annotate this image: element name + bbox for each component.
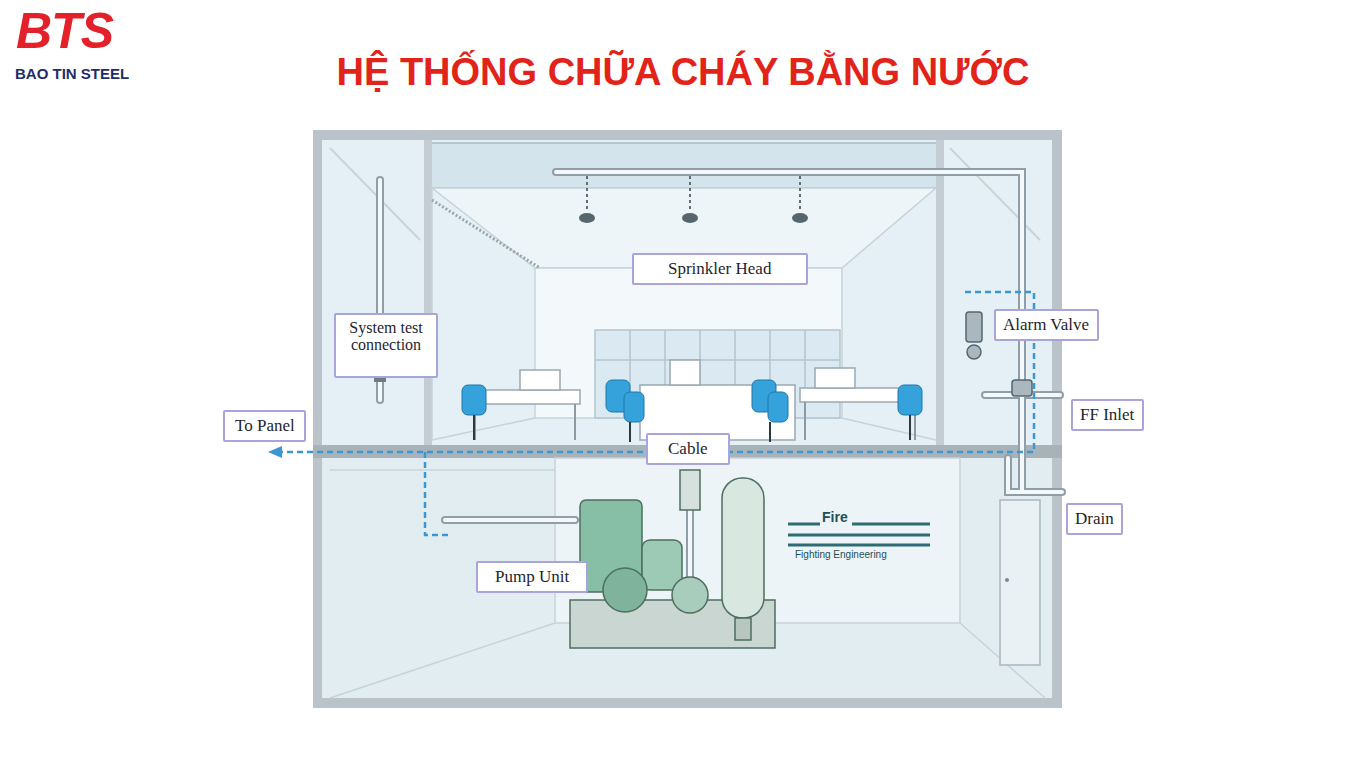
illustration-line (769, 422, 771, 442)
illustration-g (380, 172, 1062, 600)
illustration-line (804, 402, 806, 440)
illustration-rect (768, 392, 788, 422)
illustration-line (788, 534, 930, 537)
illustration-g (280, 292, 1034, 535)
label-text: To Panel (235, 417, 295, 435)
illustration-rect (640, 385, 795, 440)
illustration-circle (672, 577, 708, 613)
illustration-g (788, 524, 930, 545)
illustration-line (788, 523, 820, 526)
label-text: Alarm Valve (1003, 316, 1089, 334)
watermark: Fire (822, 510, 848, 524)
illustration-line (799, 176, 801, 212)
illustration-path (556, 172, 1022, 490)
illustration-rect (670, 360, 700, 385)
illustration-rect (1000, 500, 1040, 665)
illustration-g (462, 380, 922, 422)
label-box: Cable (646, 433, 730, 465)
label-box: To Panel (223, 410, 306, 442)
label-box: Sprinkler Head (632, 253, 808, 285)
illustration-g (470, 360, 920, 440)
illustration-line (330, 623, 555, 698)
illustration-line (909, 415, 911, 440)
illustration-rect (642, 540, 682, 590)
label-box: Pump Unit (476, 561, 588, 593)
label-text: Drain (1075, 510, 1114, 528)
illustration-line (330, 469, 555, 471)
illustration-path (425, 452, 452, 535)
illustration-rect (424, 140, 432, 445)
illustration-rect (322, 140, 1052, 445)
illustration-rect (322, 458, 1052, 698)
illustration-rect (313, 130, 1062, 708)
illustration-rect (936, 140, 944, 445)
illustration-g (579, 213, 808, 223)
label-text: FF Inlet (1080, 406, 1134, 424)
illustration-line (852, 523, 930, 526)
illustration-circle (1005, 578, 1009, 582)
logo-mark: BTS (16, 6, 113, 56)
illustration-path (1008, 458, 1062, 492)
illustration-path (556, 172, 1022, 490)
label-box: Alarm Valve (994, 309, 1099, 341)
illustration-path (432, 200, 540, 268)
illustration-rect (722, 478, 764, 618)
illustration-line (689, 176, 691, 212)
illustration-g (380, 172, 1062, 600)
illustration-rect (680, 470, 700, 510)
illustration-line (586, 176, 588, 212)
illustration-line (473, 415, 475, 440)
label-text: Pump Unit (495, 568, 569, 586)
illustration-rect (1012, 380, 1032, 396)
illustration-line (629, 422, 631, 442)
illustration-ellipse (792, 213, 808, 223)
illustration-line (788, 544, 930, 547)
illustration-g (587, 176, 800, 212)
illustration-path (280, 292, 1034, 452)
label-box: FF Inlet (1071, 399, 1144, 431)
illustration-circle (967, 345, 981, 359)
illustration-path (445, 516, 575, 524)
label-box: System test connection (334, 313, 438, 378)
illustration-rect (555, 458, 960, 623)
illustration-circle (603, 568, 647, 612)
illustration-polygon (268, 446, 282, 458)
illustration-line (950, 148, 1040, 240)
title: HỆ THỐNG CHỮA CHÁY BẰNG NƯỚC (0, 50, 1366, 96)
illustration-line (574, 404, 576, 440)
logo-text: BAO TIN STEEL (15, 66, 129, 83)
illustration-line (432, 418, 535, 440)
illustration-line (595, 359, 840, 361)
illustration-rect (966, 312, 982, 342)
label-text: System test connection (338, 320, 434, 354)
illustration-rect (735, 618, 751, 640)
illustration-rect (815, 368, 855, 388)
label-text: Sprinkler Head (668, 260, 771, 278)
illustration-rect (520, 370, 560, 390)
illustration-ellipse (682, 213, 698, 223)
label-text: Cable (668, 440, 708, 458)
illustration-ellipse (579, 213, 595, 223)
illustration-rect (898, 385, 922, 415)
illustration-g (570, 470, 775, 648)
illustration-path (445, 518, 575, 522)
illustration-rect (624, 392, 644, 422)
illustration-rect (462, 385, 486, 415)
illustration-line (330, 148, 420, 240)
watermark: Fighting Engineering (795, 550, 887, 560)
illustration-path (1008, 458, 1062, 492)
illustration-rect (428, 143, 940, 188)
illustration-line (842, 418, 936, 440)
label-box: Drain (1066, 503, 1123, 535)
